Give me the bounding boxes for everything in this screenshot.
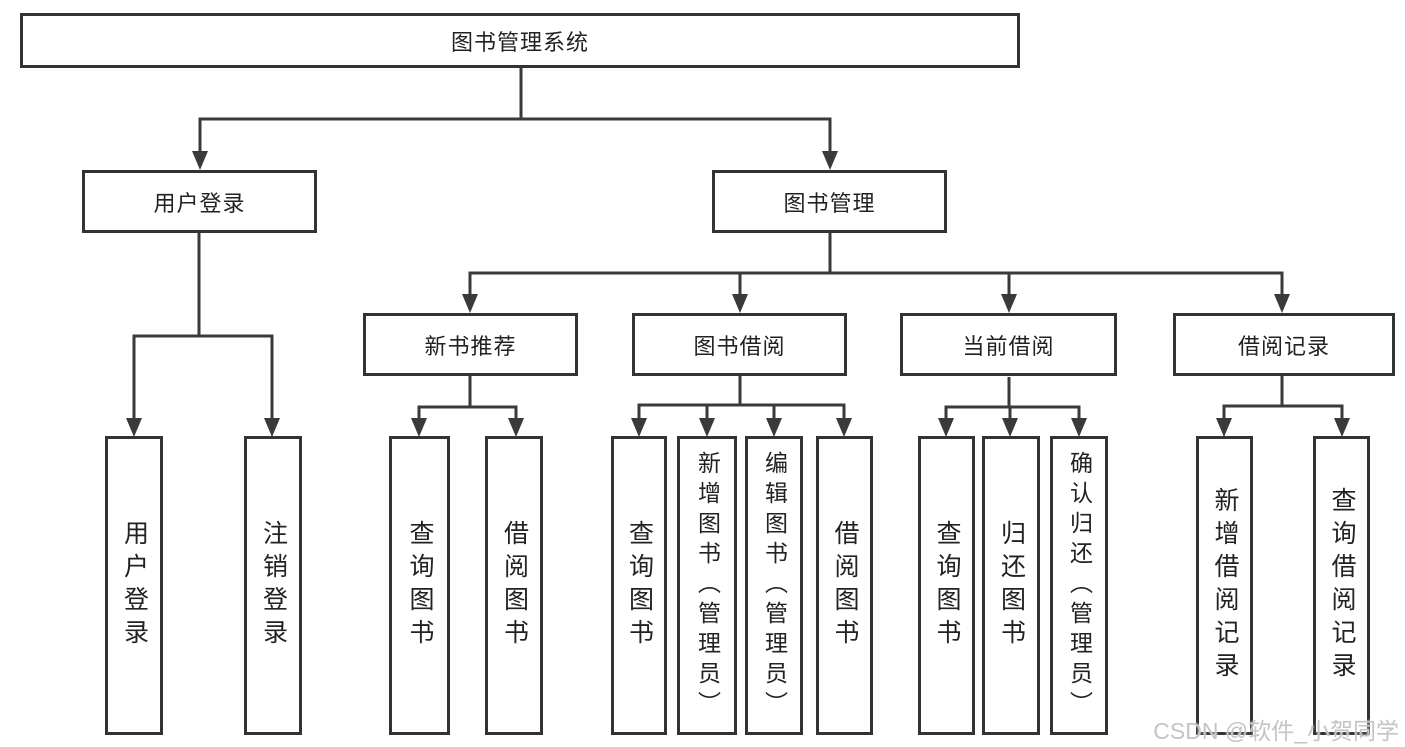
node-label: 归还图书 [997, 519, 1026, 652]
leaf-borrow-book-borrowing: 借阅图书 [816, 436, 873, 735]
node-borrowing-records: 借阅记录 [1173, 313, 1395, 376]
arrow-down-icon [938, 418, 954, 437]
arrow-down-icon [699, 418, 715, 437]
arrow-down-icon [732, 294, 748, 313]
arrow-down-icon [822, 151, 838, 170]
node-label: 图书借阅 [693, 333, 786, 359]
node-label: 借阅记录 [1237, 333, 1330, 359]
arrow-down-icon [192, 151, 208, 170]
arrow-down-icon [1216, 418, 1232, 437]
leaf-user-login: 用户登录 [105, 436, 163, 735]
node-book-borrowing: 图书借阅 [632, 313, 847, 376]
node-root: 图书管理系统 [20, 13, 1020, 68]
node-label: 注销登录 [259, 519, 288, 652]
node-label: 当前借阅 [962, 333, 1055, 359]
node-label: 用户登录 [153, 190, 246, 216]
node-label: 新增借阅记录 [1211, 486, 1239, 685]
arrow-down-icon [126, 418, 142, 437]
node-label: 用户登录 [120, 519, 149, 652]
node-label: 查询借阅记录 [1328, 486, 1356, 685]
node-label: 确认归还（管理员） [1066, 450, 1093, 721]
leaf-query-book-current: 查询图书 [918, 436, 975, 735]
leaf-borrow-book-recommend: 借阅图书 [485, 436, 543, 735]
leaf-add-book-admin: 新增图书（管理员） [677, 436, 737, 735]
arrow-down-icon [462, 294, 478, 313]
node-label: 借阅图书 [831, 519, 859, 652]
arrow-down-icon [508, 418, 524, 437]
arrow-down-icon [1334, 418, 1350, 437]
arrow-down-icon [1071, 418, 1087, 437]
arrow-down-icon [766, 418, 782, 437]
leaf-query-borrow-record: 查询借阅记录 [1313, 436, 1370, 735]
node-label: 新增图书（管理员） [694, 450, 721, 721]
arrow-down-icon [1274, 294, 1290, 313]
leaf-query-book-borrowing: 查询图书 [611, 436, 667, 735]
leaf-logout: 注销登录 [244, 436, 302, 735]
arrow-down-icon [1002, 418, 1018, 437]
leaf-edit-book-admin: 编辑图书（管理员） [745, 436, 803, 735]
node-label: 查询图书 [406, 519, 434, 652]
arrow-down-icon [411, 418, 427, 437]
leaf-return-book: 归还图书 [982, 436, 1040, 735]
arrow-down-icon [836, 418, 852, 437]
node-label: 图书管理 [783, 190, 876, 216]
watermark: CSDN @软件_小贺同学 [1153, 718, 1399, 744]
leaf-confirm-return-admin: 确认归还（管理员） [1050, 436, 1108, 735]
arrow-down-icon [264, 418, 280, 437]
leaf-query-book-recommend: 查询图书 [389, 436, 450, 735]
leaf-add-borrow-record: 新增借阅记录 [1196, 436, 1253, 735]
node-label: 查询图书 [933, 519, 961, 652]
arrow-down-icon [1001, 294, 1017, 313]
node-user-login: 用户登录 [82, 170, 317, 233]
node-new-book-recommendation: 新书推荐 [363, 313, 578, 376]
node-label: 编辑图书（管理员） [761, 450, 788, 721]
node-book-management: 图书管理 [712, 170, 947, 233]
node-label: 查询图书 [625, 519, 654, 652]
node-label: 图书管理系统 [450, 29, 589, 55]
node-current-borrowing: 当前借阅 [900, 313, 1117, 376]
node-label: 新书推荐 [424, 333, 517, 359]
arrow-down-icon [631, 418, 647, 437]
node-label: 借阅图书 [500, 519, 529, 652]
